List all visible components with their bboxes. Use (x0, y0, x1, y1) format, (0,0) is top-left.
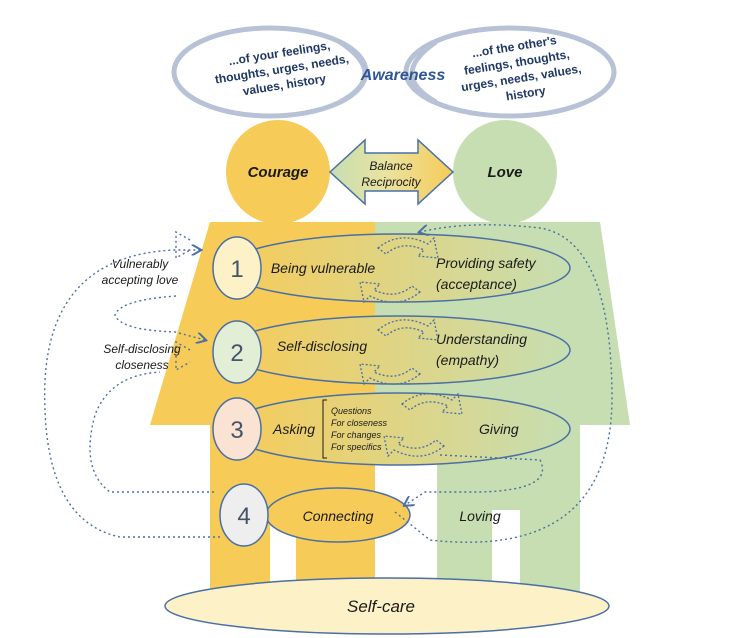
step-response: Loving (459, 508, 500, 524)
love-label: Love (487, 164, 522, 181)
step-response: Giving (479, 421, 519, 437)
sub-item: For closeness (331, 418, 388, 428)
courage-label: Courage (248, 164, 309, 181)
step-2: 2 Self-disclosing Understanding (empathy… (212, 315, 571, 385)
self-care-base: Self-care (164, 577, 610, 635)
step-number-circle (212, 397, 262, 461)
step-4: 4 Connecting Loving (219, 483, 501, 547)
sub-item: Questions (331, 406, 372, 416)
self-disclosing-label: Self-disclosing (103, 342, 181, 356)
step-number: 4 (237, 503, 250, 530)
step-number-circle (212, 236, 262, 300)
step-number: 1 (230, 256, 243, 283)
awareness-right-line: history (505, 83, 547, 103)
exchange-arrows (359, 236, 463, 458)
self-care-label: Self-care (347, 597, 415, 616)
vulnerably-label: Vulnerably (112, 257, 169, 271)
step-number-circle (212, 320, 262, 384)
step-1: 1 Being vulnerable Providing safety (acc… (212, 233, 571, 303)
step-number-circle (219, 483, 269, 547)
love-head (453, 120, 557, 224)
balance-label: Balance (369, 159, 413, 173)
step-3: 3 Asking Questions For closeness For cha… (212, 392, 571, 466)
step-response: Understanding (436, 331, 527, 347)
closeness-label: closeness (115, 358, 168, 372)
accepting-love-label: accepting love (102, 273, 179, 287)
sub-items-bracket (322, 399, 327, 459)
step-response-detail: (acceptance) (436, 276, 517, 292)
step-number: 3 (230, 417, 243, 444)
awareness-title: Awareness (360, 67, 446, 84)
step-number: 2 (230, 340, 243, 367)
step-action: Asking (272, 421, 315, 437)
balance-double-arrow: Balance Reciprocity (328, 138, 455, 206)
step-action: Self-disclosing (277, 338, 367, 354)
awareness-bubbles: Awareness ...of your feelings, thoughts,… (171, 25, 617, 119)
reciprocity-label: Reciprocity (361, 175, 421, 189)
step-action: Being vulnerable (271, 260, 376, 276)
step-response: Providing safety (436, 255, 537, 271)
sub-item: For changes (331, 430, 382, 440)
sub-item: For specifics (331, 442, 382, 452)
step-action: Connecting (303, 508, 374, 524)
flow-lines (44, 224, 613, 543)
courage-head (226, 120, 330, 224)
step-response-detail: (empathy) (436, 352, 499, 368)
